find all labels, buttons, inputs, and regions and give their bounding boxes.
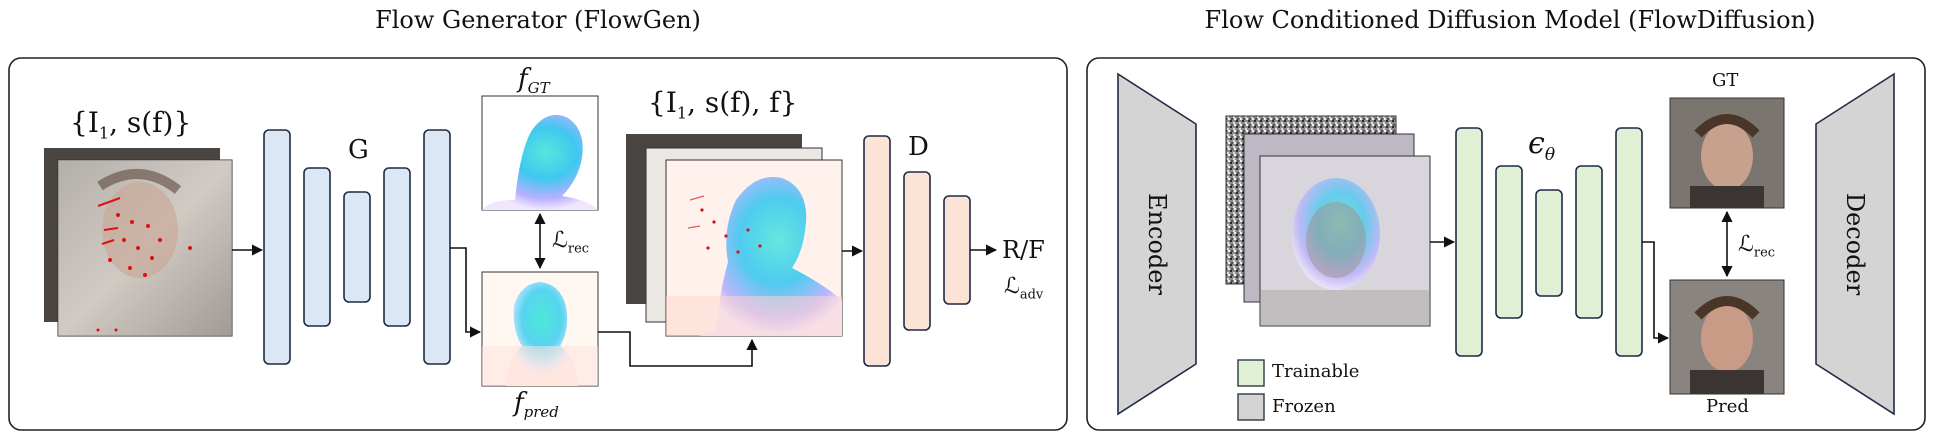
unet-block-4 xyxy=(1575,165,1603,319)
discriminator-label: D xyxy=(908,132,929,162)
landmark-dots xyxy=(96,213,192,332)
flow-gt-label: fGT xyxy=(518,64,550,98)
flowgen-panel xyxy=(8,57,1068,431)
discriminator-block-2 xyxy=(903,171,931,331)
flowdiffusion-title-text: Flow Conditioned Diffusion Model (FlowDi… xyxy=(1204,6,1816,34)
unet-block-1 xyxy=(1455,127,1483,357)
unet-block-3 xyxy=(1535,189,1563,297)
legend-trainable-label: Trainable xyxy=(1272,361,1360,382)
encoder-block xyxy=(1117,72,1197,416)
image-rec-loss-label: ℒrec xyxy=(1738,232,1776,261)
decoder-label: Decoder xyxy=(1841,192,1869,296)
flowdiffusion-panel xyxy=(1086,57,1926,431)
flowdiffusion-title: Flow Conditioned Diffusion Model (FlowDi… xyxy=(1086,6,1934,34)
adv-loss-label: ℒadv xyxy=(1004,274,1044,303)
discriminator-network xyxy=(863,135,971,367)
generator-network xyxy=(263,129,451,365)
flowdiffusion-arrows xyxy=(1430,210,1733,344)
flowgen-arrows xyxy=(232,212,998,367)
pred-face-image xyxy=(1669,279,1785,395)
legend-trainable-swatch xyxy=(1237,359,1265,387)
generator-block-5 xyxy=(423,129,451,365)
concat-image-stack xyxy=(626,134,843,337)
legend-frozen-label: Frozen xyxy=(1272,396,1336,417)
gt-face-image xyxy=(1669,97,1785,209)
unet-label: ϵθ xyxy=(1528,126,1556,165)
gt-label: GT xyxy=(1712,70,1739,91)
encoder-label: Encoder xyxy=(1143,193,1171,295)
generator-block-2 xyxy=(303,167,331,327)
flow-rec-loss-label: ℒrec xyxy=(552,228,590,257)
flowgen-title-text: Flow Generator (FlowGen) xyxy=(375,6,701,34)
pred-label: Pred xyxy=(1706,396,1749,417)
latent-input-stack xyxy=(1225,115,1431,327)
discriminator-block-1 xyxy=(863,135,891,367)
flow-pred-image xyxy=(481,271,599,387)
unet-network xyxy=(1455,127,1643,357)
unet-block-2 xyxy=(1495,165,1523,319)
flow-gt-image xyxy=(481,95,599,211)
flow-pred-label: fpred xyxy=(514,388,559,422)
legend-frozen-swatch xyxy=(1237,393,1265,421)
generator-label: G xyxy=(348,135,369,165)
unet-block-5 xyxy=(1615,127,1643,357)
input-image-stack xyxy=(44,148,233,337)
generator-block-3 xyxy=(343,191,371,303)
input-label: {I1, s(f)} xyxy=(70,106,192,143)
concat-label: {I1, s(f), f} xyxy=(648,86,798,123)
generator-block-1 xyxy=(263,129,291,365)
decoder-block xyxy=(1815,72,1895,416)
real-fake-label: R/F xyxy=(1002,236,1045,264)
generator-block-4 xyxy=(383,167,411,327)
flowgen-title: Flow Generator (FlowGen) xyxy=(0,6,1076,34)
discriminator-block-3 xyxy=(943,195,971,305)
